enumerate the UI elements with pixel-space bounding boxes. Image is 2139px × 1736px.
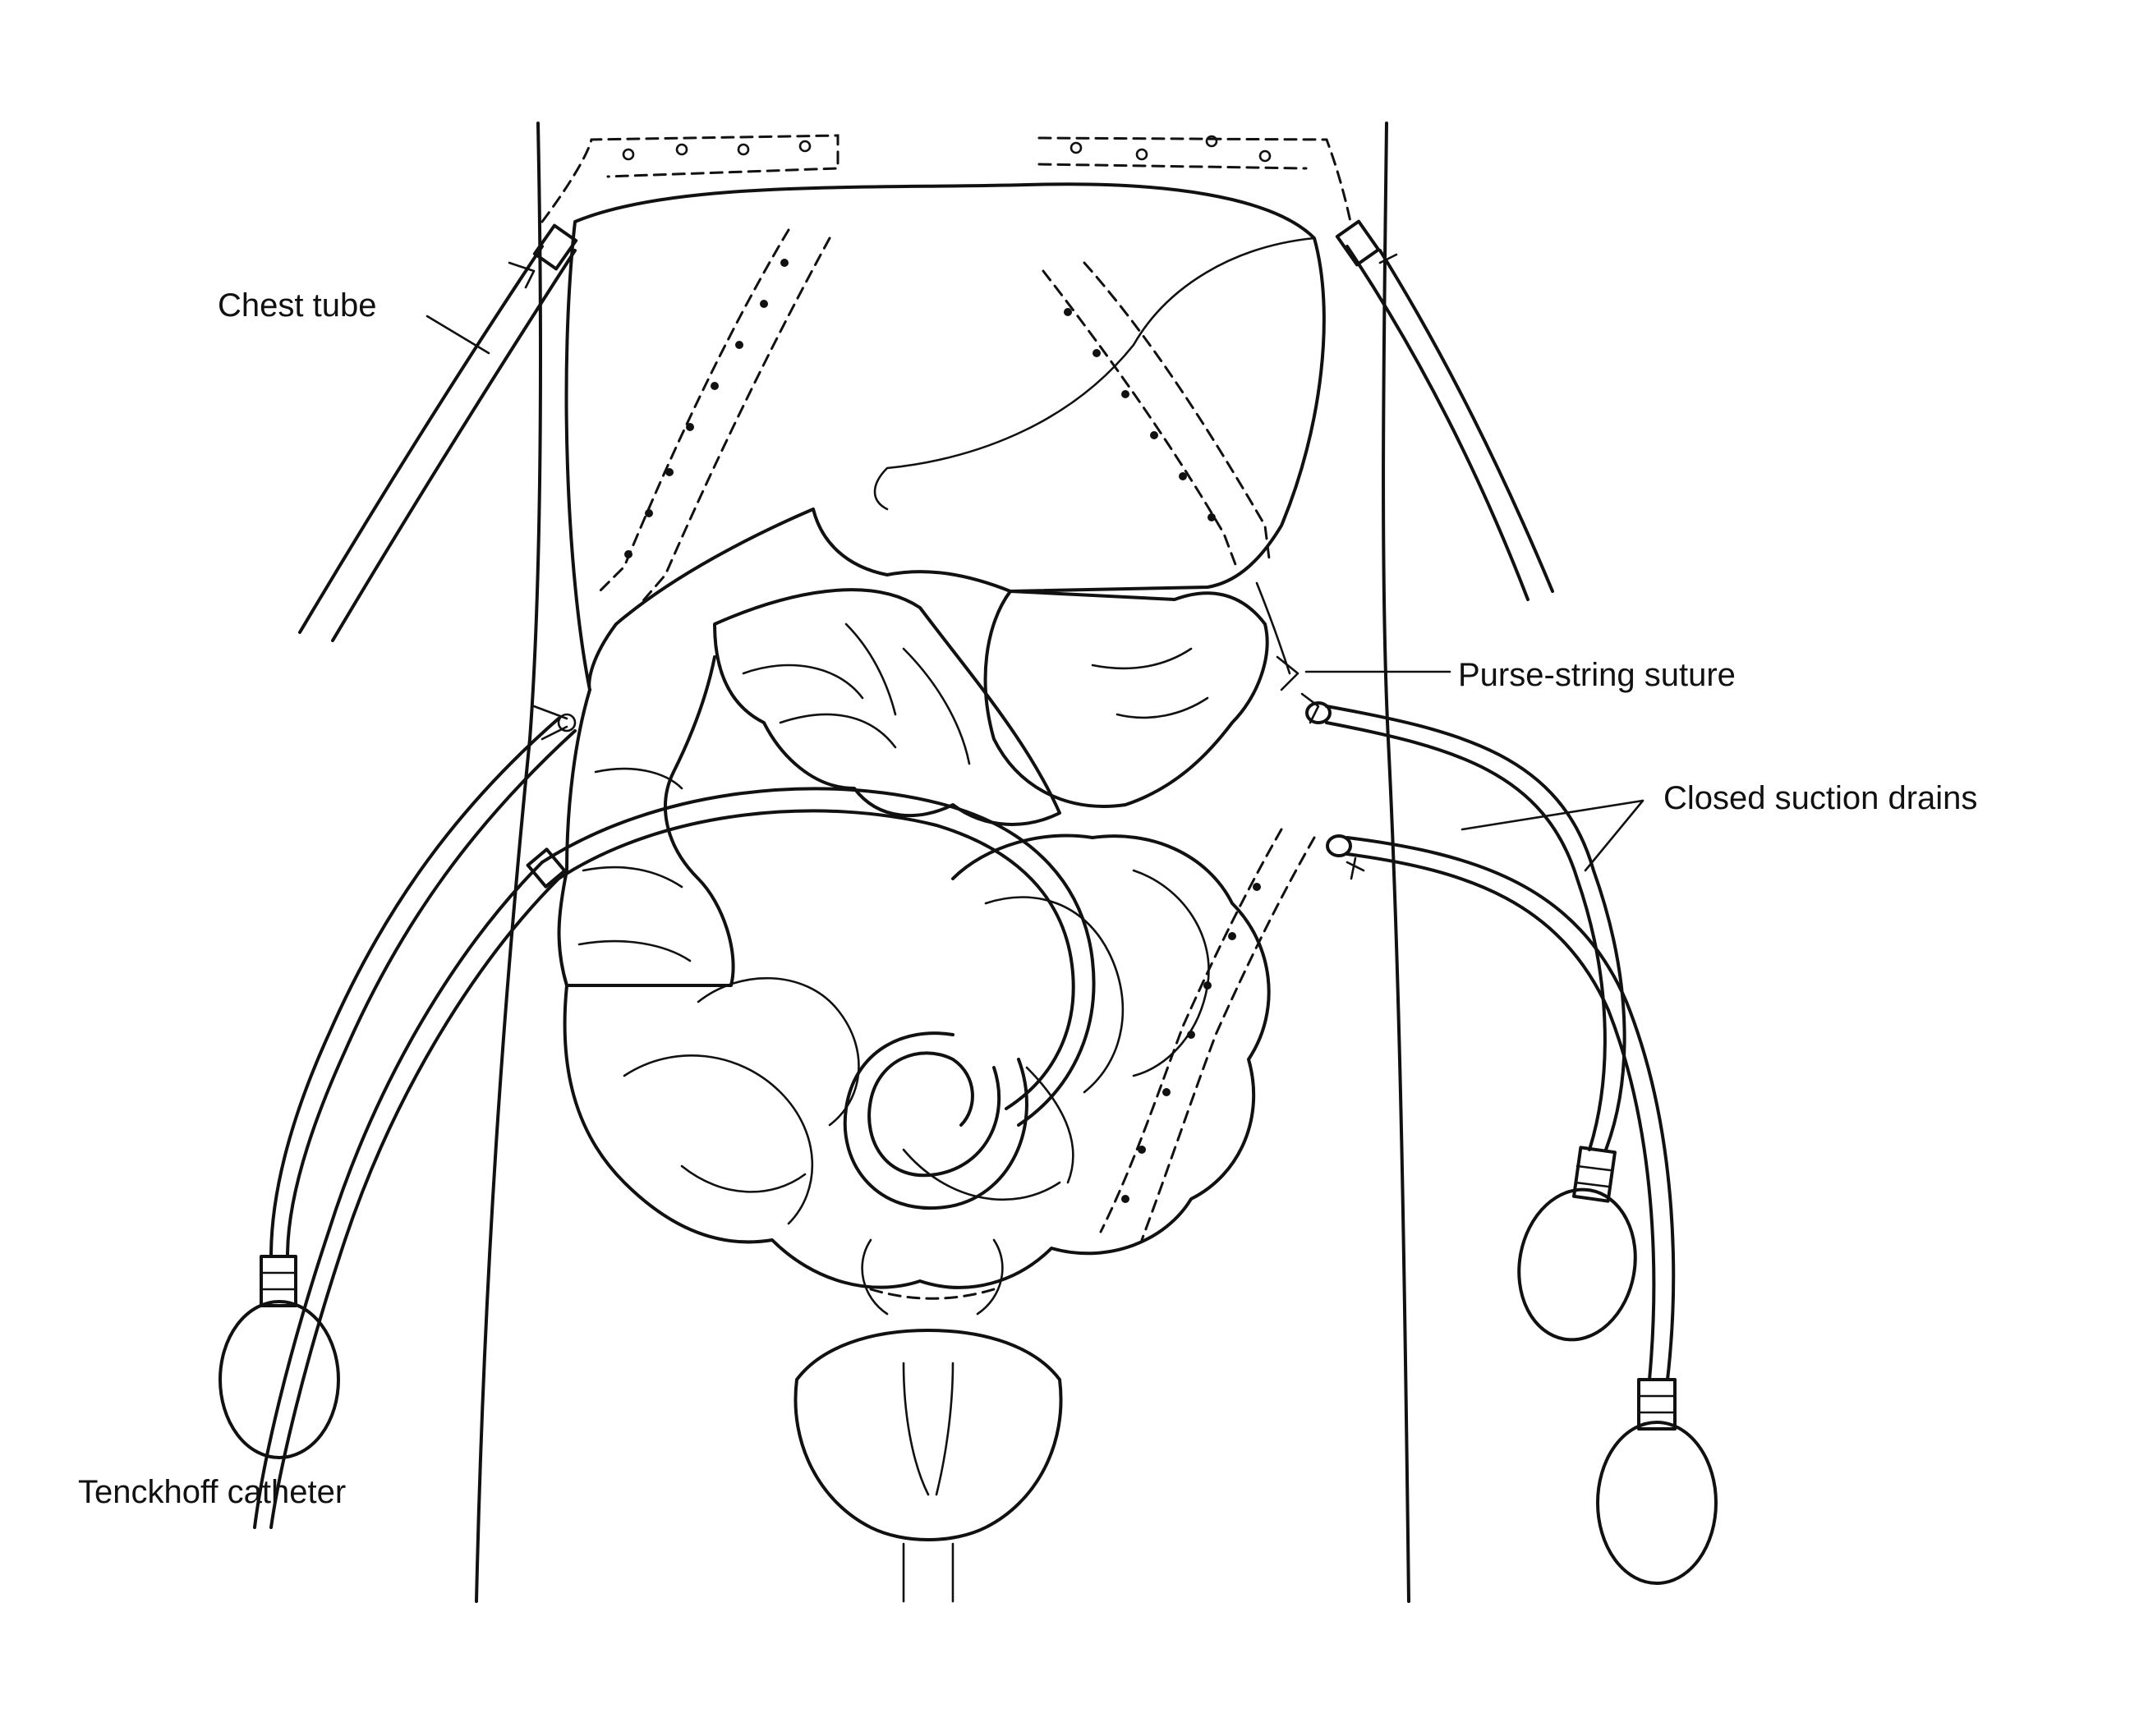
torso-outline	[475, 122, 1410, 1603]
small-bowel	[563, 834, 1271, 1289]
leader-lines	[426, 315, 1644, 872]
chest-tube-left	[298, 223, 578, 642]
tenckhoff-catheter-label: Tenckhoff catheter	[78, 1474, 346, 1510]
chest-tube-label: Chest tube	[218, 287, 376, 324]
transverse-colon	[713, 588, 1061, 826]
tenckhoff-coil	[843, 1031, 1028, 1210]
tenckhoff-catheter-tube	[253, 787, 1096, 1529]
right-suction-drains	[1300, 692, 1718, 1585]
upper-packing	[540, 134, 1353, 227]
right-bowel-packing	[1099, 828, 1316, 1242]
chest-tube-right	[1335, 219, 1554, 601]
liver-packing-right	[1042, 261, 1271, 568]
left-suction-drain	[218, 705, 577, 1459]
bladder	[794, 1238, 1063, 1603]
purse-string-suture-label: Purse-string suture	[1458, 657, 1736, 693]
stomach	[983, 590, 1269, 808]
closed-suction-drains-label: Closed suction drains	[1663, 780, 1977, 816]
purse-string-suture	[1255, 581, 1300, 691]
ascending-colon	[557, 655, 735, 987]
liver-packing-left	[598, 228, 831, 605]
